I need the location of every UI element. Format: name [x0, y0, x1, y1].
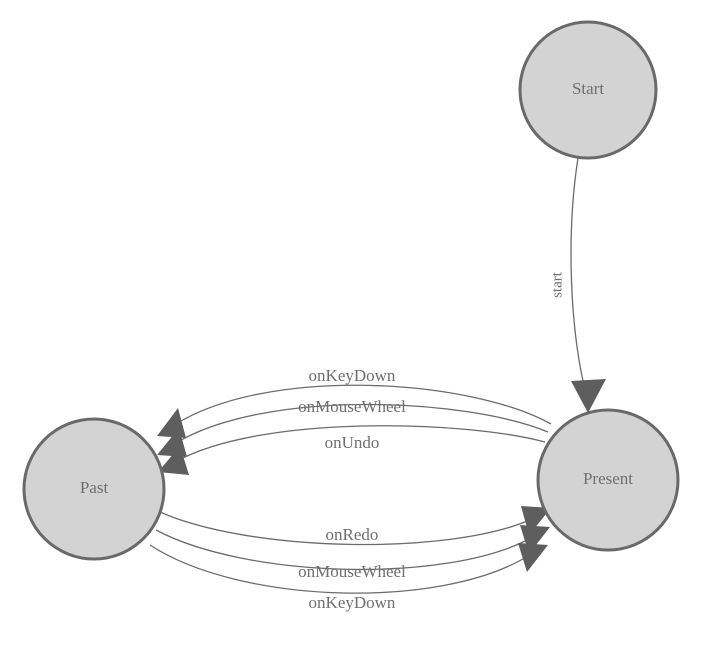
- edge-label-present-past-keydown: onKeyDown: [309, 366, 396, 385]
- edge-path-present-past-mousewheel: [175, 403, 549, 444]
- node-start[interactable]: Start: [518, 20, 658, 160]
- arrowhead-past-present-keydown: [518, 543, 548, 572]
- edge-path-start-present: [570, 157, 587, 395]
- edge-start-to-present[interactable]: start: [549, 157, 606, 413]
- edge-path-present-past-keydown: [175, 384, 552, 425]
- edge-label-past-present-redo: onRedo: [326, 525, 379, 544]
- arrowhead-present-past-keydown: [157, 408, 186, 438]
- edge-path-past-present-redo: [159, 511, 533, 546]
- edge-label-present-past-undo: onUndo: [325, 433, 380, 452]
- edge-present-to-past-onundo[interactable]: onUndo: [158, 425, 546, 475]
- node-past-circle: [22, 417, 166, 561]
- node-present-circle: [536, 408, 680, 552]
- edge-label-past-present-keydown: onKeyDown: [309, 593, 396, 612]
- arrowhead-start-present: [571, 379, 606, 413]
- arrowhead-present-past-undo: [158, 446, 189, 475]
- node-past[interactable]: Past: [22, 417, 166, 561]
- edge-label-start: start: [549, 271, 565, 298]
- node-present[interactable]: Present: [536, 408, 680, 552]
- edge-path-past-present-keydown: [149, 544, 529, 594]
- edge-label-present-past-mousewheel: onMouseWheel: [298, 397, 406, 416]
- edge-path-past-present-mousewheel: [155, 529, 532, 571]
- node-start-label: Start: [572, 79, 604, 98]
- node-past-label: Past: [80, 478, 109, 497]
- node-present-label: Present: [583, 469, 633, 488]
- edge-past-to-present-onkeydown[interactable]: onKeyDown: [149, 543, 548, 612]
- node-start-circle: [518, 20, 658, 160]
- edge-path-present-past-undo: [176, 425, 546, 462]
- edge-past-to-present-onredo[interactable]: onRedo: [159, 506, 551, 546]
- edge-label-past-present-mousewheel: onMouseWheel: [298, 562, 406, 581]
